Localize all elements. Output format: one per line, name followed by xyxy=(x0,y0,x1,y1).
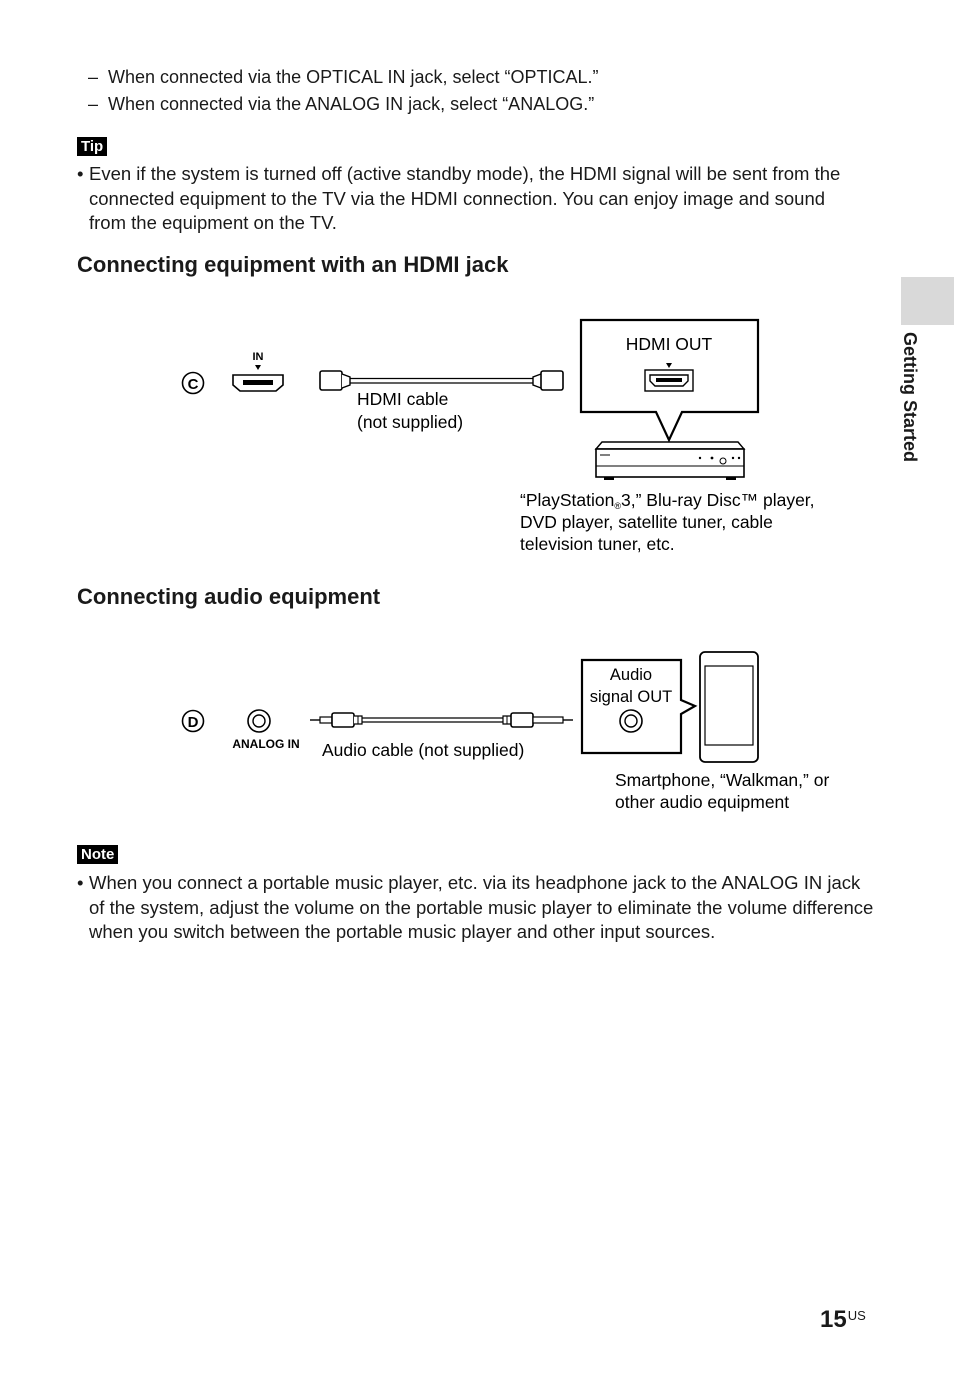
device-caption-line2: DVD player, satellite tuner, cable xyxy=(520,512,773,532)
page-number-value: 15 xyxy=(820,1306,847,1333)
hdmi-diagram: C IN HDMI cable (not supplied) HDMI OUT xyxy=(181,318,815,554)
playback-device-icon xyxy=(594,441,746,480)
hdmi-in-port-icon xyxy=(232,374,284,392)
hdmi-cable-icon xyxy=(319,370,564,391)
marker-c-text: C xyxy=(188,376,199,393)
smartphone-icon xyxy=(699,651,759,763)
bullet-icon: • xyxy=(77,872,84,893)
section-tab-marker xyxy=(901,277,954,325)
audio-out-callout: Audio signal OUT xyxy=(580,658,698,755)
note-paragraph: • When you connect a portable music play… xyxy=(77,871,877,945)
audio-device-caption-line2: other audio equipment xyxy=(615,792,789,812)
section-tab-label: Getting Started xyxy=(900,332,920,463)
hdmi-in-arrow-icon xyxy=(255,365,261,370)
instruction-analog-text: When connected via the ANALOG IN jack, s… xyxy=(108,94,595,114)
hdmi-in-label: IN xyxy=(253,351,264,363)
instruction-optical-text: When connected via the OPTICAL IN jack, … xyxy=(108,67,599,87)
tip-text: Even if the system is turned off (active… xyxy=(89,163,841,233)
hdmi-out-port-icon xyxy=(644,369,694,392)
device-caption-line3: television tuner, etc. xyxy=(520,534,675,554)
audio-out-label-line1: Audio xyxy=(610,666,652,684)
hdmi-cable-label-line1: HDMI cable xyxy=(357,389,448,409)
bullet-icon: • xyxy=(77,163,84,184)
hdmi-out-arrow-icon xyxy=(666,363,672,368)
tip-label: Tip xyxy=(77,137,108,156)
note-text: When you connect a portable music player… xyxy=(89,872,874,942)
instruction-optical: –When connected via the OPTICAL IN jack,… xyxy=(88,65,599,89)
note-label: Note xyxy=(77,845,119,864)
dash-marker: – xyxy=(88,67,99,87)
audio-cable-label: Audio cable (not supplied) xyxy=(322,740,524,760)
instruction-analog: –When connected via the ANALOG IN jack, … xyxy=(88,92,594,116)
dash-marker: – xyxy=(88,94,99,114)
analog-in-label: ANALOG IN xyxy=(232,737,299,751)
marker-d-icon: D xyxy=(181,709,205,733)
audio-out-jack-icon xyxy=(619,709,643,733)
hdmi-out-label: HDMI OUT xyxy=(626,334,713,354)
audio-diagram: D ANALOG IN Audio cable (not supplied) xyxy=(181,651,829,812)
hdmi-section-heading: Connecting equipment with an HDMI jack xyxy=(77,252,509,277)
analog-in-jack-icon xyxy=(247,709,271,733)
marker-c-icon: C xyxy=(181,371,205,395)
hdmi-out-callout: HDMI OUT xyxy=(579,318,760,443)
page-region: US xyxy=(847,1308,866,1323)
audio-out-label-line2: signal OUT xyxy=(590,688,673,706)
audio-section-heading: Connecting audio equipment xyxy=(77,584,381,609)
tip-paragraph: • Even if the system is turned off (acti… xyxy=(77,162,867,236)
audio-device-caption-line1: Smartphone, “Walkman,” or xyxy=(615,770,829,790)
device-caption-line1: “PlayStation®3,” Blu-ray Disc™ player, xyxy=(520,490,815,511)
marker-d-text: D xyxy=(188,714,199,731)
page-number: 15US xyxy=(820,1306,866,1334)
hdmi-cable-label-line2: (not supplied) xyxy=(357,412,463,432)
audio-cable-icon xyxy=(310,712,573,728)
